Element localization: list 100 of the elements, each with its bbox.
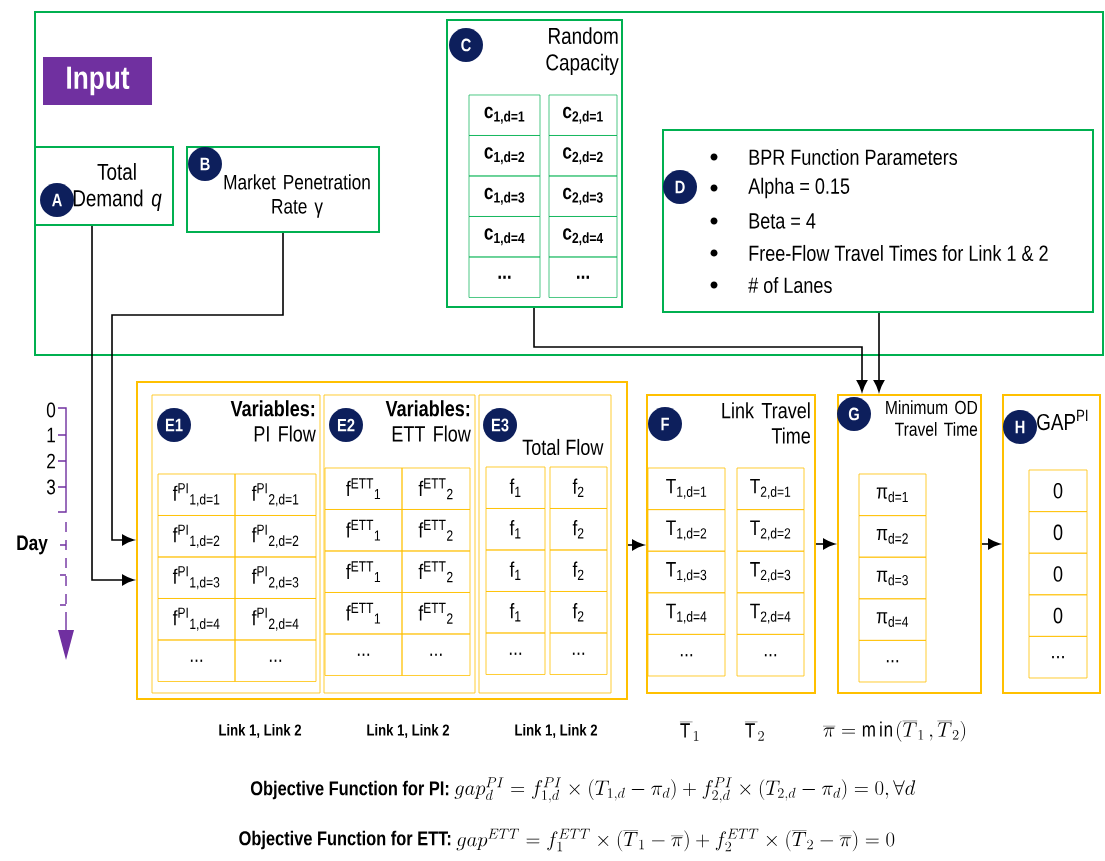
- table-cell: c$_{2,d=3}$: [548, 175, 618, 217]
- table-cell: T$_{2,d=3}$: [736, 550, 805, 594]
- table-cell: f$^{ETT}$1: [324, 467, 403, 510]
- group-box: [136, 381, 628, 700]
- table-cell: 0: [1028, 469, 1088, 512]
- table-cell: f$^{ETT}$2: [401, 509, 471, 552]
- table-cell: T$_{1,d=2}$: [647, 509, 726, 552]
- table-cell: f$^{PI}$1,d=1: [157, 473, 236, 516]
- panel-title: Random Capacity: [546, 27, 619, 76]
- connector-arrow: [111, 232, 284, 546]
- table-cell: f$^{PI}$2,d=2: [234, 515, 317, 558]
- panel-title: Total Flow: [522, 438, 604, 456]
- letter-badge: D: [663, 170, 697, 204]
- connector-arrow: [873, 312, 885, 392]
- letter-badge: C: [449, 28, 483, 62]
- table-cell: T$_{2,d=2}$: [736, 509, 805, 552]
- table-cell: π$_{d=4}$: [858, 598, 927, 641]
- table-cell: ...: [485, 632, 546, 675]
- table-cell: f$^{ETT}$2: [401, 550, 471, 593]
- table-cell: f$^{PI}$2,d=1: [234, 473, 317, 516]
- table-cell: ...: [647, 634, 726, 677]
- tick-label: 3: [46, 479, 56, 495]
- table-cell: ...: [549, 632, 608, 675]
- letter-badge: H: [1003, 410, 1037, 444]
- list-item: # of Lanes: [748, 276, 832, 294]
- panel-title: Variables: PI Flow: [230, 400, 316, 442]
- list-item: BPR Function Parameters: [749, 148, 958, 166]
- table-cell: T$_{1,d=1}$: [647, 467, 726, 510]
- panel-title: Link Travel Time: [722, 402, 810, 444]
- table-cell: f$^{PI}$1,d=3: [157, 556, 236, 599]
- table-cell: ...: [157, 639, 236, 682]
- table-cell: c$_{1,d=2}$: [468, 135, 541, 177]
- table-cell: c$_{2,d=2}$: [548, 135, 618, 177]
- table-cell: ...: [736, 634, 805, 677]
- table-cell: T$_{1,d=3}$: [647, 550, 726, 594]
- table-cell: f$^{ETT}$2: [401, 592, 471, 635]
- letter-badge: G: [837, 397, 871, 431]
- formula: $\overline{\mathrm{T}}_1$: [679, 721, 699, 741]
- table-cell: f$_{1}$: [485, 549, 546, 592]
- list-item: Alpha = 0.15: [748, 177, 850, 199]
- table-cell: f$^{PI}$2,d=3: [234, 556, 317, 599]
- connector-arrow: [91, 225, 134, 586]
- table-cell: ...: [548, 256, 618, 298]
- table-cell: c$_{1,d=1}$: [468, 94, 541, 136]
- table-cell: f$^{PI}$1,d=2: [157, 515, 236, 558]
- table-cell: f$_{2}$: [549, 508, 608, 551]
- table-cell: f$_{2}$: [549, 549, 608, 592]
- panel-title: Total Demand q: [73, 163, 162, 211]
- table-cell: f$_{2}$: [549, 466, 608, 509]
- axis-label: Day: [17, 535, 48, 555]
- table-cell: π$_{d=3}$: [858, 556, 927, 600]
- list-item: Beta = 4: [749, 213, 816, 229]
- formula-caption: Objective Function for ETT:: [239, 830, 451, 850]
- tick-label: 1: [47, 427, 55, 443]
- table-cell: ...: [468, 256, 541, 298]
- panel-title: Variables: ETT Flow: [385, 400, 471, 442]
- table-cell: π$_{d=2}$: [858, 515, 927, 558]
- letter-badge: B: [188, 147, 222, 181]
- table-cell: c$_{2,d=1}$: [548, 94, 618, 136]
- table-cell: f$_{1}$: [485, 466, 546, 509]
- table-cell: ...: [234, 639, 317, 682]
- tick-label: 0: [46, 402, 56, 418]
- column-caption: Link 1, Link 2: [515, 723, 598, 739]
- table-cell: T$_{2,d=1}$: [736, 467, 805, 510]
- formula: $\overline{\pi} = \min(\overline{T}_1\, , \overline{T}_2)$: [823, 720, 966, 742]
- table-cell: f$^{ETT}$2: [401, 467, 471, 510]
- table-cell: f$^{ETT}$1: [324, 550, 403, 593]
- formula: $gap_d^{PI} = f_{1,d}^{PI} \times (T_{1,d} - \pi_d) + f_{2,d}^{PI} \times (T_{2,d} - \pi_d) = 0, \forall d$: [454, 777, 916, 803]
- connector-arrow: [533, 307, 868, 392]
- table-cell: c$_{1,d=4}$: [468, 216, 541, 258]
- table-cell: ...: [1028, 636, 1088, 679]
- table-cell: 0: [1028, 511, 1088, 554]
- list-item: Free-Flow Travel Times for Link 1 & 2: [749, 244, 1048, 262]
- letter-badge: F: [648, 407, 682, 441]
- table-cell: f$^{ETT}$1: [324, 509, 403, 552]
- table-cell: 0: [1028, 552, 1088, 596]
- table-cell: f$^{ETT}$1: [324, 592, 403, 635]
- formula-caption: Objective Function for PI:: [250, 780, 449, 800]
- table-cell: f$^{PI}$1,d=4: [157, 598, 236, 641]
- table-cell: f$^{PI}$2,d=4: [234, 598, 317, 641]
- panel-title: Minimum OD Travel Time: [886, 400, 978, 436]
- letter-badge: E1: [157, 408, 191, 442]
- panel-title: GAP$^{PI}$: [1037, 409, 1088, 431]
- table-cell: f$_{2}$: [549, 591, 608, 634]
- table-cell: ...: [858, 640, 927, 683]
- letter-badge: E3: [483, 408, 517, 442]
- panel-title: Market Penetration Rate γ: [224, 174, 370, 218]
- letter-badge: A: [40, 183, 74, 217]
- table-cell: T$_{2,d=4}$: [736, 592, 805, 635]
- table-cell: c$_{1,d=3}$: [468, 175, 541, 217]
- table-cell: ...: [324, 633, 403, 676]
- connector-arrow: [981, 538, 1000, 550]
- table-cell: f$_{1}$: [485, 591, 546, 634]
- table-cell: c$_{2,d=4}$: [548, 216, 618, 258]
- table-cell: ...: [401, 633, 471, 676]
- letter-badge: E2: [329, 408, 363, 442]
- table-cell: T$_{1,d=4}$: [647, 592, 726, 635]
- column-caption: Link 1, Link 2: [367, 723, 450, 739]
- section-title: Input: [43, 57, 152, 105]
- formula: $\overline{\mathrm{T}}_2$: [744, 721, 764, 741]
